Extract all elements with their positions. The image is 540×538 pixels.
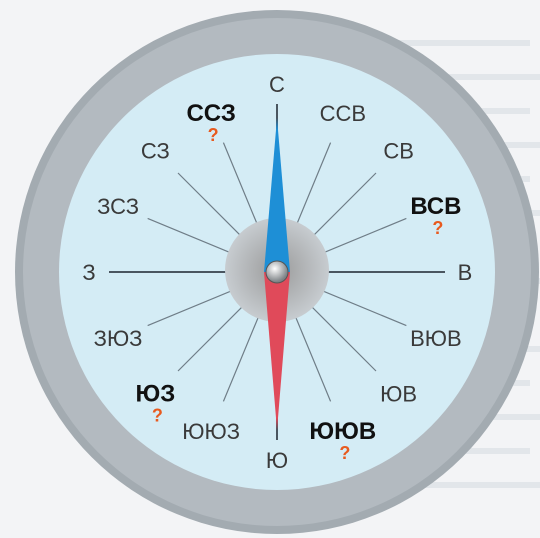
direction-label: ЗЮЗ [94, 326, 143, 351]
direction-label: ЮЮВ [309, 418, 376, 445]
direction-label: СЗ [141, 138, 170, 163]
south-needle [264, 272, 290, 430]
direction-label: ЗСЗ [97, 194, 139, 219]
direction-label: З [82, 260, 95, 285]
direction-label: ССВ [320, 101, 366, 126]
direction-label: СВ [383, 138, 414, 163]
direction-label: ВЮВ [410, 326, 462, 351]
direction-label: ССЗ [186, 100, 235, 127]
question-mark: ? [208, 125, 219, 145]
direction-label: С [269, 72, 285, 97]
north-needle [264, 118, 290, 272]
direction-label: ВСВ [410, 193, 461, 220]
question-mark: ? [152, 406, 163, 426]
background-line [300, 40, 530, 46]
direction-label: ЮВ [380, 382, 417, 407]
direction-label: В [458, 260, 473, 285]
question-mark: ? [339, 443, 350, 463]
compass-needle [264, 118, 290, 430]
question-mark: ? [432, 218, 443, 238]
direction-label: ЮЮЗ [182, 419, 240, 444]
direction-label: ЮЗ [135, 381, 175, 408]
direction-label: Ю [266, 448, 288, 473]
needle-pivot [265, 260, 289, 284]
